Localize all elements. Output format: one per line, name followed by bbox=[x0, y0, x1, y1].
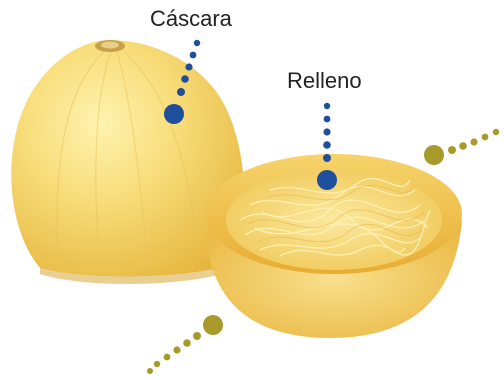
filling-callout-marker bbox=[317, 170, 337, 190]
shell-label: Cáscara bbox=[150, 8, 232, 30]
olive-callout-marker-right bbox=[424, 145, 444, 165]
olive-callout-marker-bottom bbox=[203, 315, 223, 335]
filling-callout-dots bbox=[317, 103, 337, 190]
shell-callout-marker bbox=[164, 104, 184, 124]
filling-label: Relleno bbox=[287, 70, 362, 92]
olive-callout-dots-bottom bbox=[147, 315, 223, 374]
olive-callout-dots-right bbox=[424, 129, 499, 165]
